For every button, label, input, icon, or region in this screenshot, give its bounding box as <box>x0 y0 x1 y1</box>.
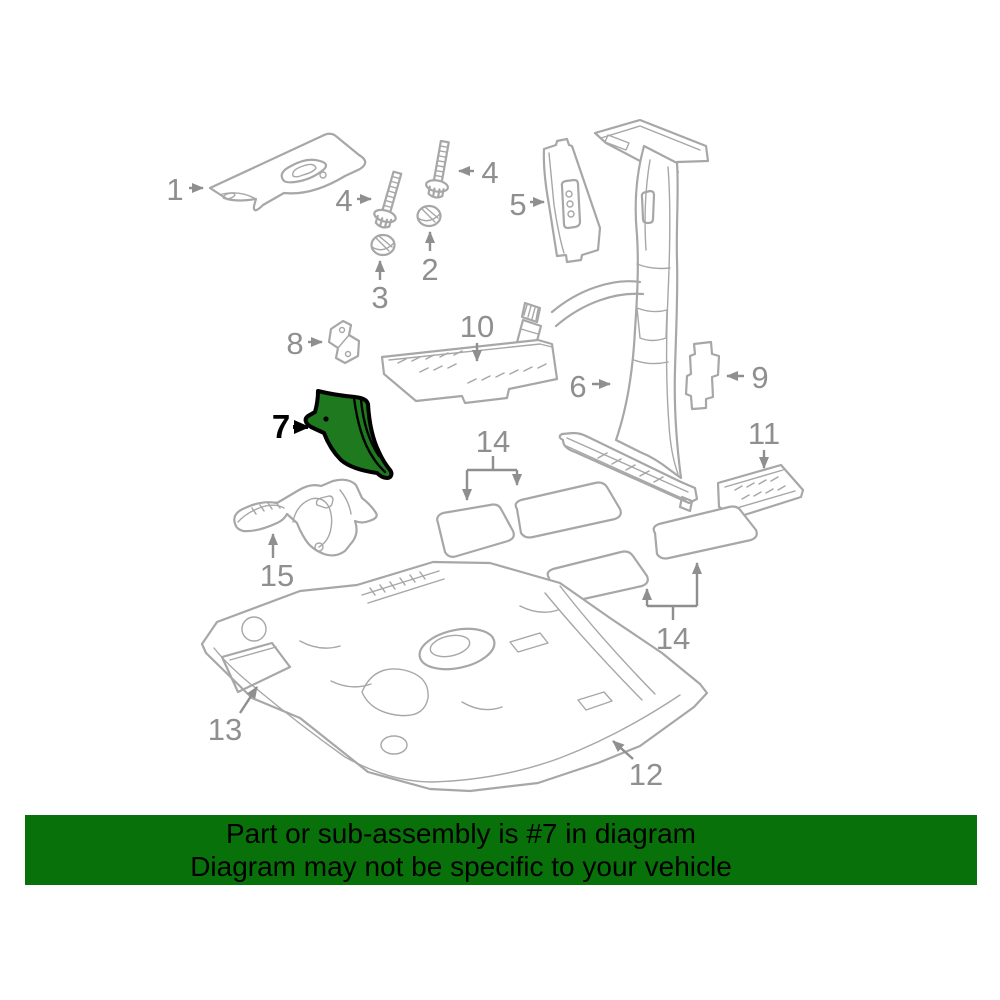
part-8-bracket <box>327 319 361 365</box>
callout-4b-label: 4 <box>481 155 498 190</box>
part-9-bracket <box>684 340 721 411</box>
part-6-center-pillar-trim <box>514 118 710 513</box>
retainer-3-icon <box>370 233 396 257</box>
callout-12-label: 12 <box>629 757 663 792</box>
part-10-front-sill-plate <box>380 338 559 405</box>
part-5-upper-pillar-trim <box>542 137 602 264</box>
callout-7-label: 7 <box>272 408 290 445</box>
part-7-cowl-trim-highlighted <box>303 389 394 480</box>
callout-1-label: 1 <box>166 172 183 207</box>
bolt-4-left-icon <box>373 170 403 229</box>
callout-3-label: 3 <box>371 280 388 315</box>
callout-14a-label: 14 <box>476 424 510 459</box>
part-7-pin-dot <box>323 416 329 422</box>
callout-15-label: 15 <box>260 558 294 593</box>
callouts: 1 4 4 2 3 5 6 7 8 9 10 11 12 13 14 14 <box>166 155 780 792</box>
callout-10-label: 10 <box>460 309 494 344</box>
part-15-insulator-pad <box>233 478 378 557</box>
callout-5-label: 5 <box>509 187 526 222</box>
highlight-banner: Part or sub-assembly is #7 in diagram Di… <box>25 815 977 885</box>
callout-14b-label: 14 <box>656 621 690 656</box>
callout-9-label: 9 <box>751 360 768 395</box>
part-1-a-pillar-trim <box>208 132 367 212</box>
part-11-rear-sill-plate <box>716 463 805 519</box>
callout-8-label: 8 <box>286 326 303 361</box>
retainer-2-icon <box>416 204 442 228</box>
bolt-4-right-icon <box>425 139 450 199</box>
banner-line-2: Diagram may not be specific to your vehi… <box>190 851 732 882</box>
callout-13-label: 13 <box>208 712 242 747</box>
callout-2-label: 2 <box>421 252 438 287</box>
banner-line-1: Part or sub-assembly is #7 in diagram <box>226 818 696 849</box>
callout-6-label: 6 <box>569 369 586 404</box>
part-13-hook-area <box>220 641 292 694</box>
callout-4a-label: 4 <box>335 183 352 218</box>
callout-11-label: 11 <box>748 416 780 451</box>
part-12-carpet <box>200 560 709 793</box>
